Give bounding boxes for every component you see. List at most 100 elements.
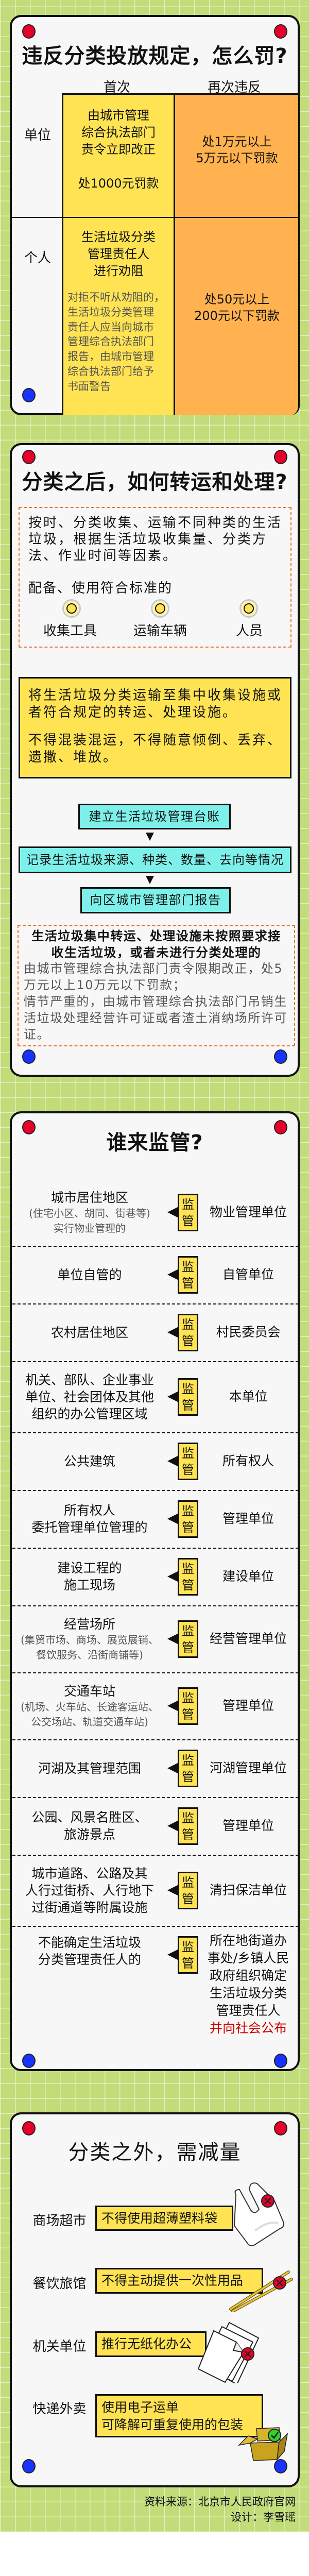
sector-label: 餐饮旅馆 bbox=[32, 2276, 87, 2292]
supervisor-note: 并向社会公布 bbox=[209, 2021, 287, 2036]
supervisor: 自管单位 bbox=[222, 1267, 274, 1282]
arrow-left-icon bbox=[167, 1571, 178, 1582]
transport-intro: 按时、分类收集、运输不同种类的生活垃圾，根据生活垃圾收集量、分类方法、作业时间等… bbox=[28, 515, 283, 564]
supervision-badge: 监 管 bbox=[178, 1807, 198, 1845]
supervision-badge: 监 管 bbox=[178, 1687, 198, 1725]
row-label-unit: 单位 bbox=[24, 128, 51, 143]
row-divider bbox=[12, 1246, 299, 1247]
arrow-left-icon bbox=[167, 1885, 178, 1895]
first-offense-column bbox=[62, 93, 175, 415]
row-divider bbox=[12, 1548, 299, 1549]
pin-icon bbox=[22, 2121, 36, 2136]
supervised-area: 机关、部队、企业事业 单位、社会团体及其他 组织的办公管理区域 bbox=[25, 1372, 154, 1421]
reduction-rule: 不得使用超薄塑料袋 bbox=[95, 2206, 233, 2231]
unit-first-penalty: 由城市管理 综合执法部门 责令立即改正 处1000元罚款 bbox=[78, 108, 159, 191]
transport-title: 分类之后，如何转运和处理? bbox=[22, 470, 288, 494]
supervision-card bbox=[10, 1111, 300, 2071]
equip-item: 运输车辆 bbox=[133, 623, 187, 639]
supervision-badge: 监 管 bbox=[178, 1500, 198, 1538]
plastic-bag-prohibited-icon bbox=[233, 2182, 284, 2247]
row-divider bbox=[12, 1605, 299, 1606]
bullet-icon bbox=[151, 599, 169, 618]
arrow-left-icon bbox=[167, 1207, 178, 1217]
supervisor: 管理单位 bbox=[222, 1511, 274, 1526]
violation-box bbox=[18, 925, 295, 1046]
supervisor: 本单位 bbox=[229, 1389, 268, 1404]
row-divider bbox=[12, 1361, 299, 1362]
pin-icon bbox=[274, 2121, 287, 2136]
col-header-first: 首次 bbox=[103, 80, 130, 95]
repeat-offense-column bbox=[174, 93, 300, 415]
supervised-area: 公园、风景名胜区、 旅游景点 bbox=[31, 1810, 148, 1842]
transport-rules-box bbox=[19, 677, 291, 778]
chopsticks-prohibited-icon bbox=[229, 2270, 293, 2312]
individual-first-penalty: 生活垃圾分类 管理责任人 进行劝阻 bbox=[81, 230, 156, 278]
supervision-badge: 监 管 bbox=[178, 1256, 198, 1294]
arrow-left-icon bbox=[167, 1634, 178, 1644]
row-divider bbox=[12, 1490, 299, 1491]
designer-credit: 设计：李雪瑶 bbox=[231, 2511, 296, 2523]
supervision-badge: 监 管 bbox=[178, 1620, 198, 1658]
arrow-left-icon bbox=[167, 1514, 178, 1524]
pin-icon bbox=[274, 24, 287, 39]
pin-icon bbox=[22, 24, 36, 39]
supervised-area: 农村居住地区 bbox=[50, 1325, 128, 1340]
row-divider bbox=[12, 1672, 299, 1673]
equip-label: 配备、使用符合标准的 bbox=[28, 581, 173, 596]
supervised-area-note: (集贸市场、商场、展览展销、 餐饮服务、沿街商铺等) bbox=[21, 1633, 159, 1661]
sector-label: 快递外卖 bbox=[32, 2401, 87, 2417]
row-label-individual: 个人 bbox=[24, 250, 51, 266]
arrow-left-icon bbox=[167, 1327, 178, 1337]
pin-icon bbox=[274, 1049, 287, 1064]
supervisor: 物业管理单位 bbox=[209, 1205, 287, 1219]
supervised-area: 交通车站 bbox=[63, 1683, 115, 1699]
supervisor: 清扫保洁单位 bbox=[209, 1883, 287, 1897]
transport-rule-1: 将生活垃圾分类运输至集中收集设施或者符合规定的转运、处理设施。 bbox=[28, 688, 283, 720]
pin-icon bbox=[22, 388, 36, 402]
row-divider bbox=[12, 1303, 299, 1304]
reduction-rule: 推行无纸化办公 bbox=[95, 2331, 207, 2357]
penalty-title: 违反分类投放规定，怎么罚? bbox=[22, 44, 288, 68]
arrow-left-icon bbox=[167, 1701, 178, 1711]
arrow-down-icon bbox=[146, 876, 154, 884]
supervision-badge: 监 管 bbox=[178, 1558, 198, 1596]
pin-icon bbox=[274, 2054, 287, 2068]
supervisor: 所在地街道办 事处/乡镇人民 政府组织确定 生活垃圾分类 管理责任人 bbox=[207, 1933, 289, 2018]
arrow-left-icon bbox=[167, 1456, 178, 1466]
supervised-area: 经营场所 bbox=[63, 1616, 115, 1632]
paper-prohibited-icon bbox=[197, 2321, 260, 2383]
supervisor: 河湖管理单位 bbox=[209, 1760, 287, 1775]
row-divider bbox=[12, 1797, 299, 1798]
sector-label: 机关单位 bbox=[32, 2339, 87, 2354]
arrow-left-icon bbox=[167, 1269, 178, 1280]
supervisor: 管理单位 bbox=[222, 1698, 274, 1713]
row-divider bbox=[12, 1432, 299, 1433]
row-divider bbox=[11, 217, 299, 218]
row-divider bbox=[12, 1926, 299, 1927]
supervisor: 所有权人 bbox=[222, 1453, 274, 1468]
pin-icon bbox=[22, 450, 36, 464]
pin-icon bbox=[274, 2459, 287, 2473]
reduction-rule: 不得主动提供一次性用品 bbox=[95, 2268, 263, 2294]
supervised-area: 单位自管的 bbox=[57, 1267, 122, 1282]
supervision-badge: 监 管 bbox=[178, 1936, 198, 1974]
arrow-down-icon bbox=[146, 833, 154, 841]
bullet-icon bbox=[62, 599, 81, 618]
pin-icon bbox=[22, 1049, 36, 1064]
supervised-area: 城市道路、公路及其 人行过街桥、人行地下 过街通道等附属设施 bbox=[25, 1866, 154, 1915]
row-divider bbox=[12, 1739, 299, 1740]
step-report: 向区城市管理部门报告 bbox=[80, 887, 231, 913]
supervisor: 经营管理单位 bbox=[209, 1631, 287, 1646]
supervisor: 村民委员会 bbox=[216, 1325, 281, 1340]
supervision-badge: 监 管 bbox=[178, 1872, 198, 1909]
arrow-left-icon bbox=[167, 1821, 178, 1831]
row-divider bbox=[12, 1855, 299, 1856]
supervision-badge: 监 管 bbox=[178, 1443, 198, 1480]
supervisor: 建设单位 bbox=[222, 1569, 274, 1584]
violation-heading: 生活垃圾集中转运、处理设施未按照要求接 收生活垃圾，或者未进行分类处理的 bbox=[31, 929, 281, 960]
individual-repeat-penalty: 处50元以上 200元以下罚款 bbox=[194, 292, 280, 323]
bullet-icon bbox=[239, 599, 258, 618]
source-credit: 资料来源：北京市人民政府官网 bbox=[144, 2496, 296, 2508]
transport-rule-2: 不得混装混运，不得随意倾倒、丢弃、遗撒、堆放。 bbox=[28, 733, 283, 765]
